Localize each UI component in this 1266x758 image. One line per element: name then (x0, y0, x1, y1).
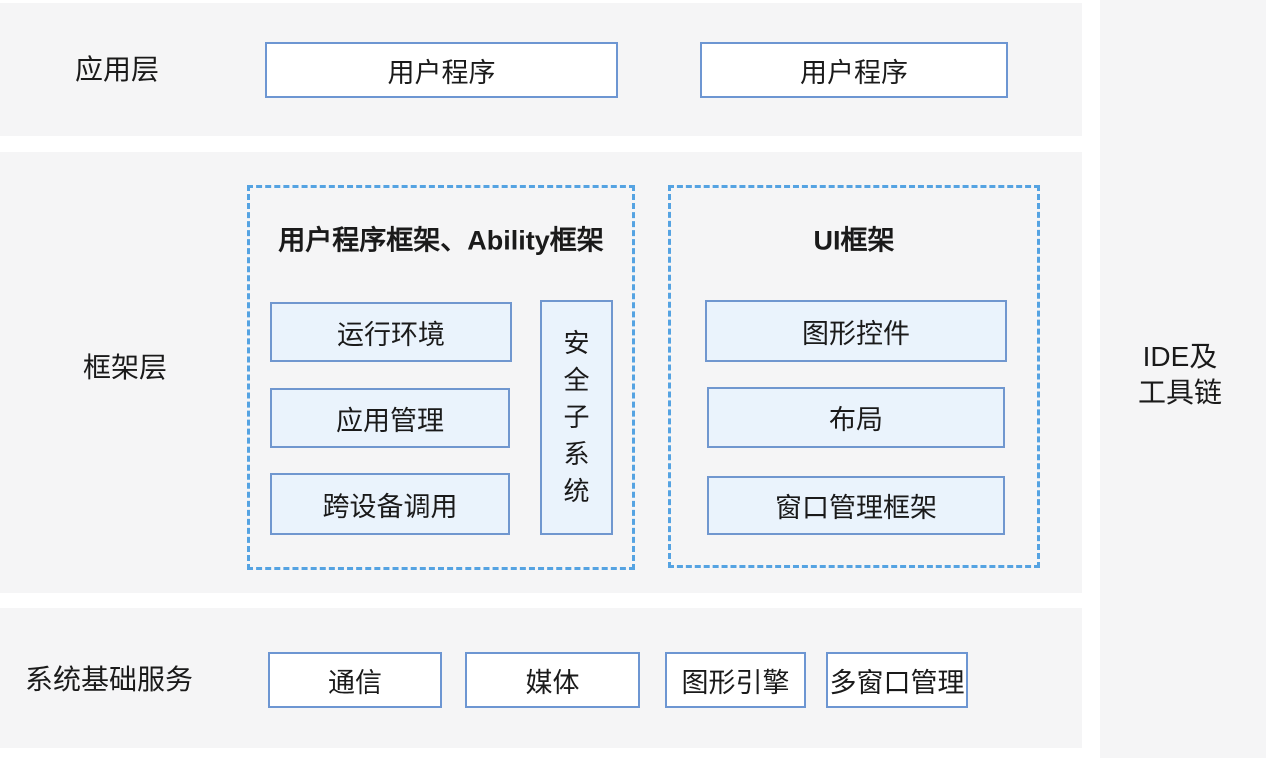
toolchain-column-label: IDE及 工具链 (1137, 341, 1223, 408)
media-box: 媒体 (465, 652, 640, 708)
ui-framework-group (668, 185, 1040, 568)
security-subsystem-label: 安 全 子 系 统 (563, 328, 590, 506)
ability-framework-group-title: 用户程序框架、Ability框架 (278, 225, 604, 256)
application-management-box: 应用管理 (270, 388, 510, 448)
window-management-framework-box: 窗口管理框架 (707, 476, 1005, 535)
graphics-engine-box: 图形引擎 (665, 652, 806, 708)
graphic-controls-box: 图形控件 (705, 300, 1007, 362)
toolchain-column-band (1100, 0, 1266, 758)
ability-framework-group (247, 185, 635, 570)
layout-box: 布局 (707, 387, 1005, 448)
framework-layer-label: 框架层 (82, 352, 168, 383)
ui-framework-group-title: UI框架 (813, 225, 895, 256)
multi-window-management-box: 多窗口管理 (826, 652, 968, 708)
services-layer-label: 系统基础服务 (24, 664, 194, 695)
user-program-box-1: 用户程序 (265, 42, 618, 98)
runtime-environment-box: 运行环境 (270, 302, 512, 362)
application-layer-label: 应用层 (74, 54, 160, 85)
cross-device-invocation-box: 跨设备调用 (270, 473, 510, 535)
security-subsystem-box: 安 全 子 系 统 (540, 300, 613, 535)
user-program-box-2: 用户程序 (700, 42, 1008, 98)
communication-box: 通信 (268, 652, 442, 708)
